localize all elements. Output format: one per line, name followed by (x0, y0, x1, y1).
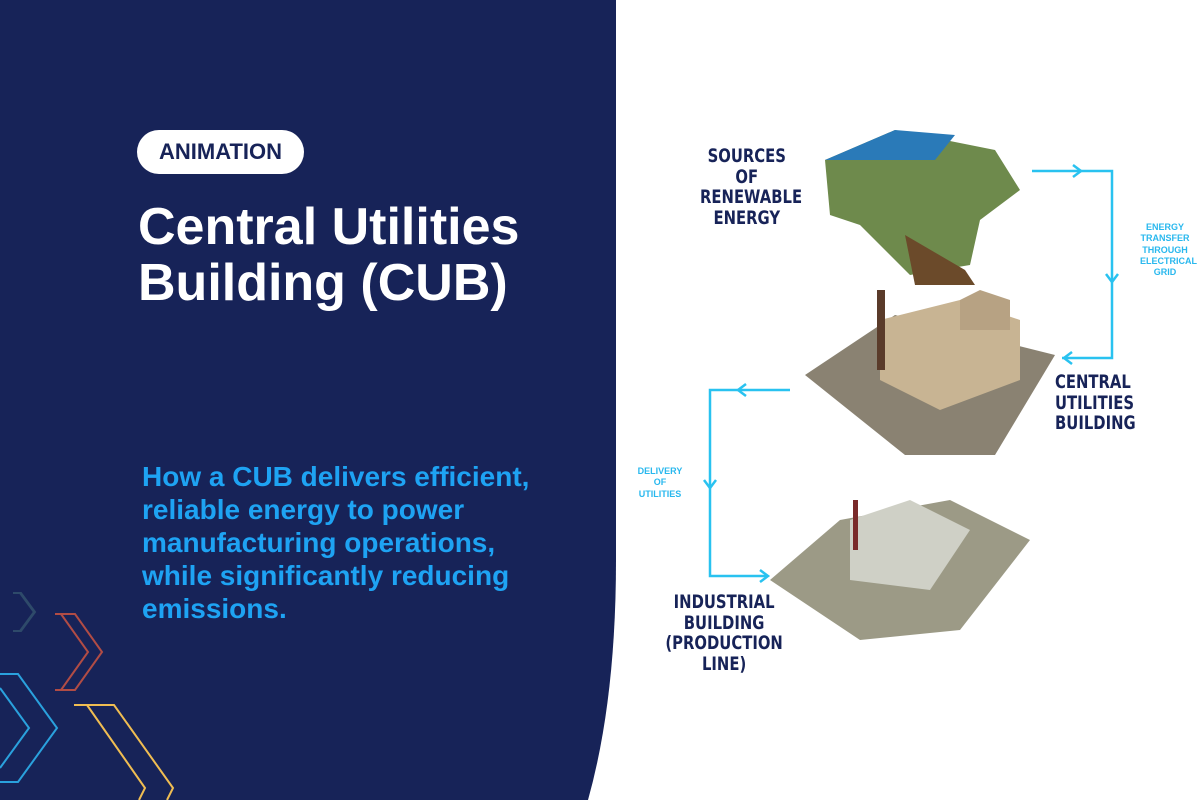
industrial-building-image (770, 500, 1030, 640)
chevron-icon (0, 673, 59, 783)
subtitle: How a CUB delivers efficient, reliable e… (142, 461, 530, 625)
arrow-energy-transfer (1032, 169, 1114, 360)
label-delivery: DELIVERY OF UTILITIES (637, 466, 683, 499)
label-cub: CENTRAL UTILITIES BUILDING (1055, 371, 1136, 435)
cub-building-image (805, 290, 1055, 455)
chevron-icon (74, 704, 175, 800)
category-badge: ANIMATION (137, 130, 305, 174)
arrow-delivery (708, 388, 790, 578)
chevron-icon (55, 613, 104, 691)
label-sources: SOURCES OF RENEWABLE ENERGY (700, 145, 803, 229)
label-industrial: INDUSTRIAL BUILDING (PRODUCTION LINE) (665, 591, 783, 675)
chevron-icon (13, 592, 37, 632)
page-title: Central Utilities Building (CUB) (138, 198, 520, 312)
renewable-energy-image (825, 130, 1020, 285)
label-energy-transfer: ENERGY TRANSFER THROUGH ELECTRICAL GRID (1140, 222, 1197, 277)
